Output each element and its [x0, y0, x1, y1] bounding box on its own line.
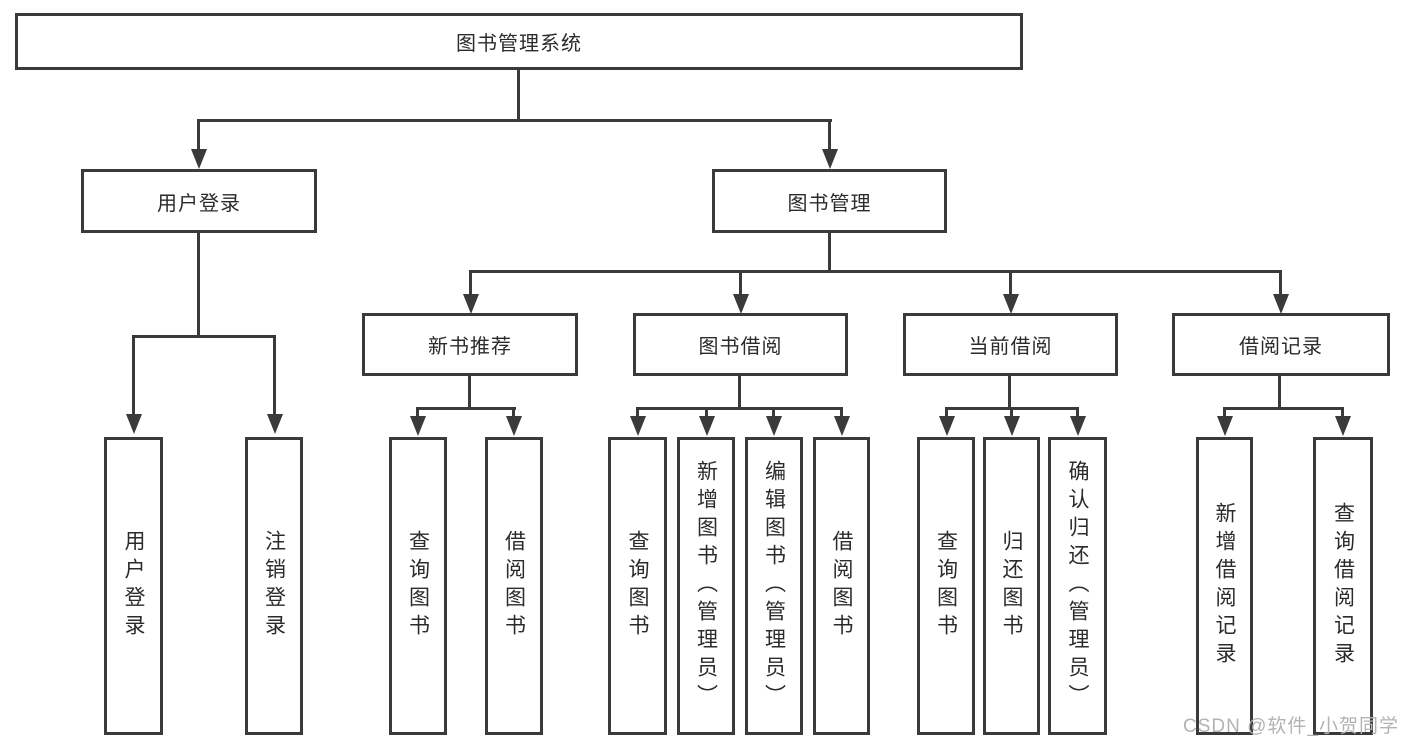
- edge-to-borrow-records: [1279, 270, 1282, 296]
- leaf-query-books-borrow: 查询图书: [608, 437, 667, 735]
- node-label: 当前借阅: [968, 336, 1053, 358]
- edge-book-mgmt-rail: [469, 270, 1282, 273]
- edge-to-new-book-recommend: [469, 270, 472, 296]
- node-user-login: 用户登录: [81, 169, 317, 233]
- leaf-logout: 注销登录: [245, 437, 303, 735]
- node-library-management-system: 图书管理系统: [15, 13, 1023, 70]
- edge-to-leaf: [1341, 407, 1344, 417]
- edge-to-book-management: [828, 119, 831, 151]
- node-label: 确认归还（管理员）: [1066, 460, 1089, 712]
- node-label: 图书借阅: [698, 336, 783, 358]
- edge-book-borrow-stem: [738, 376, 741, 410]
- edge-to-current-borrow: [1009, 270, 1012, 296]
- leaf-query-borrow-record: 查询借阅记录: [1313, 437, 1373, 735]
- node-label: 借阅图书: [502, 530, 526, 642]
- leaf-add-borrow-record: 新增借阅记录: [1196, 437, 1253, 735]
- edge-to-leaf-logout: [273, 335, 276, 415]
- arrow-down-icon: [463, 294, 479, 314]
- leaf-borrow-books-recommend: 借阅图书: [485, 437, 543, 735]
- arrow-down-icon: [834, 416, 850, 436]
- edge-book-mgmt-stem: [828, 233, 831, 273]
- edge-user-login-stem: [197, 233, 200, 338]
- edge-new-book-stem: [468, 376, 471, 410]
- arrow-down-icon: [191, 149, 207, 169]
- edge-new-book-rail: [416, 407, 516, 410]
- edge-to-leaf: [945, 407, 948, 417]
- node-label: 查询图书: [934, 530, 958, 642]
- arrow-down-icon: [126, 414, 142, 434]
- arrow-down-icon: [822, 149, 838, 169]
- node-label: 借阅图书: [830, 530, 853, 642]
- edge-to-book-borrow: [739, 270, 742, 296]
- csdn-watermark: CSDN @软件_小贺同学: [1183, 716, 1399, 737]
- arrow-down-icon: [1070, 416, 1086, 436]
- arrow-down-icon: [939, 416, 955, 436]
- node-book-borrow: 图书借阅: [633, 313, 848, 376]
- node-label: 编辑图书（管理员）: [762, 460, 786, 712]
- edge-to-leaf: [772, 407, 775, 417]
- leaf-query-books-current: 查询图书: [917, 437, 975, 735]
- edge-to-leaf: [1010, 407, 1013, 417]
- edge-to-leaf: [416, 407, 419, 417]
- arrow-down-icon: [506, 416, 522, 436]
- edge-root-rail: [197, 119, 832, 122]
- node-label: 查询借阅记录: [1331, 502, 1355, 670]
- arrow-down-icon: [1003, 294, 1019, 314]
- node-label: 图书管理系统: [456, 33, 582, 55]
- edge-to-leaf: [705, 407, 708, 417]
- node-label: 查询图书: [406, 530, 430, 642]
- arrow-down-icon: [1273, 294, 1289, 314]
- node-label: 新增借阅记录: [1213, 502, 1236, 670]
- edge-to-leaf: [636, 407, 639, 417]
- node-label: 注销登录: [262, 530, 286, 642]
- arrow-down-icon: [267, 414, 283, 434]
- edge-current-borrow-stem: [1008, 376, 1011, 410]
- edge-to-leaf: [1223, 407, 1226, 417]
- node-label: 图书管理: [787, 192, 872, 215]
- arrow-down-icon: [630, 416, 646, 436]
- node-label: 借阅记录: [1239, 336, 1323, 358]
- leaf-borrow-books: 借阅图书: [813, 437, 870, 735]
- node-label: 新书推荐: [428, 336, 512, 358]
- edge-to-leaf: [840, 407, 843, 417]
- edge-book-borrow-rail: [636, 407, 843, 410]
- leaf-query-books-recommend: 查询图书: [389, 437, 447, 735]
- edge-user-login-rail: [132, 335, 276, 338]
- edge-to-leaf: [1076, 407, 1079, 417]
- edge-to-leaf-user-login: [132, 335, 135, 415]
- edge-to-leaf: [512, 407, 515, 417]
- edge-root-stem: [517, 70, 520, 122]
- node-label: 用户登录: [122, 530, 145, 642]
- arrow-down-icon: [699, 416, 715, 436]
- edge-borrow-records-stem: [1278, 376, 1281, 410]
- node-new-book-recommend: 新书推荐: [362, 313, 578, 376]
- node-borrow-records: 借阅记录: [1172, 313, 1390, 376]
- node-label: 归还图书: [1000, 530, 1023, 642]
- node-label: 用户登录: [157, 192, 241, 215]
- leaf-return-books: 归还图书: [983, 437, 1040, 735]
- node-current-borrow: 当前借阅: [903, 313, 1118, 376]
- leaf-confirm-return-admin: 确认归还（管理员）: [1048, 437, 1107, 735]
- arrow-down-icon: [410, 416, 426, 436]
- node-label: 查询图书: [626, 530, 649, 642]
- arrow-down-icon: [733, 294, 749, 314]
- edge-to-user-login: [197, 119, 200, 151]
- leaf-user-login: 用户登录: [104, 437, 163, 735]
- leaf-edit-books-admin: 编辑图书（管理员）: [745, 437, 803, 735]
- leaf-add-books-admin: 新增图书（管理员）: [677, 437, 735, 735]
- edge-borrow-records-rail: [1223, 407, 1344, 410]
- arrow-down-icon: [1335, 416, 1351, 436]
- arrow-down-icon: [1217, 416, 1233, 436]
- node-book-management: 图书管理: [712, 169, 947, 233]
- arrow-down-icon: [1004, 416, 1020, 436]
- node-label: 新增图书（管理员）: [694, 460, 718, 712]
- arrow-down-icon: [766, 416, 782, 436]
